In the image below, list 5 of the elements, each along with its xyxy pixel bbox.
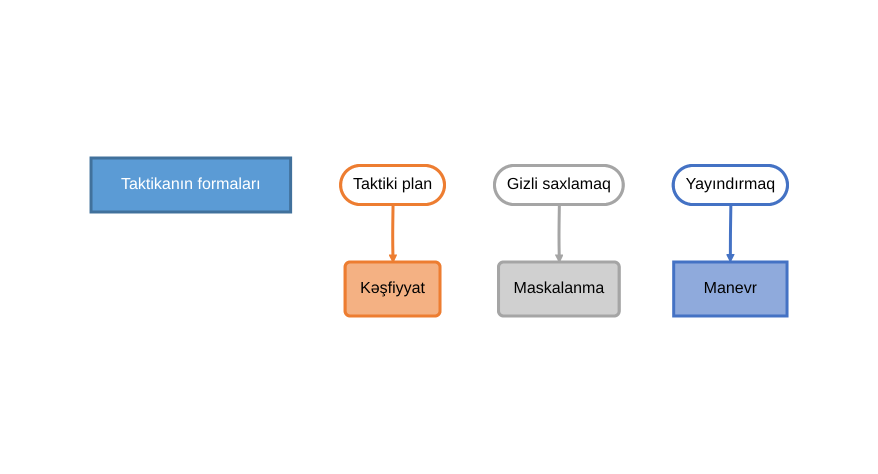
node-box: Manevr	[672, 260, 788, 318]
node-box: Taktikanın formaları	[89, 156, 292, 214]
arrow	[388, 204, 398, 263]
arrow	[554, 204, 564, 263]
arrow	[726, 204, 734, 262]
